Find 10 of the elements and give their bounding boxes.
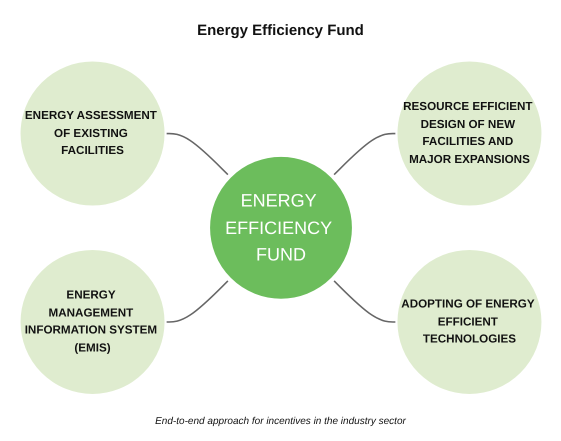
node-circle: ADOPTING OF ENERGY EFFICIENT TECHNOLOGIES (394, 248, 544, 396)
diagram-title: Energy Efficiency Fund (197, 22, 364, 39)
connector (332, 132, 396, 176)
diagram-caption: End-to-end approach for incentives in the industry sector (155, 416, 406, 427)
connector (332, 278, 396, 323)
node-circle: ENERGY ASSESSMENT OF EXISTING FACILITIES (18, 59, 166, 208)
connector (165, 132, 230, 176)
node-circle: RESOURCE EFFICIENT DESIGN OF NEW FACILITIES AND MAJOR EXPANSIONS (394, 59, 544, 208)
node-circle: ENERGY MANAGEMENT INFORMATION SYSTEM (EMIS) (18, 248, 166, 396)
connector (165, 278, 230, 323)
